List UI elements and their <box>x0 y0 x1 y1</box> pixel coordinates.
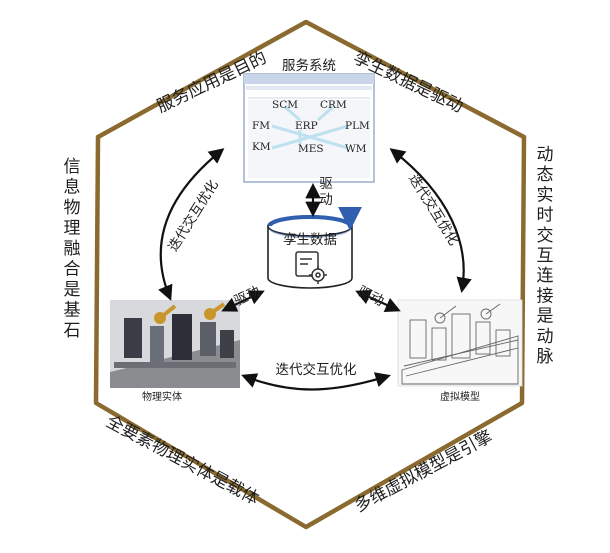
vertical-char: 是 <box>64 280 81 300</box>
virtual-model-image <box>397 299 523 387</box>
vertical-char: 信 <box>64 157 81 177</box>
vertical-char: 基 <box>64 301 81 321</box>
vertical-char: 互 <box>537 246 554 266</box>
label-drive-left: 驱动 <box>232 283 263 309</box>
vertical-char: 动 <box>537 145 554 165</box>
edge-text-bottom-right: 多维虚拟模型是引擎 <box>351 427 495 517</box>
database-gear-icon <box>295 251 327 284</box>
vertical-char: 融 <box>64 239 81 259</box>
arrow-iterate-left <box>158 148 225 301</box>
vertical-char: 是 <box>537 307 554 327</box>
vertical-char: 接 <box>537 286 554 306</box>
module-crm: CRM <box>320 99 347 111</box>
virtual-model-caption: 虚拟模型 <box>440 390 480 403</box>
vertical-char: 时 <box>537 206 554 226</box>
vertical-char: 合 <box>64 260 81 280</box>
vertical-char: 息 <box>64 178 81 198</box>
module-scm: SCM <box>272 99 298 111</box>
module-km: KM <box>252 141 271 153</box>
label-iterate-right: 迭代交互优化 <box>405 171 462 249</box>
physical-entity-image <box>110 300 240 388</box>
hexagon-frame <box>93 19 527 530</box>
label-iterate-left: 迭代交互优化 <box>165 177 222 255</box>
arrow-iterate-right <box>389 148 472 294</box>
arrow-drive-left <box>221 290 265 312</box>
vertical-char: 动 <box>319 192 333 208</box>
vertical-char: 交 <box>537 226 554 246</box>
twin-data-label: 孪生数据 <box>283 231 337 248</box>
vertical-char: 态 <box>537 165 554 185</box>
vertical-char: 脉 <box>537 347 554 367</box>
label-drive-right: 驱动 <box>355 283 386 309</box>
label-iterate-bottom: 迭代交互优化 <box>276 361 357 378</box>
twin-data-cylinder <box>267 206 362 289</box>
module-fm: FM <box>252 120 270 132</box>
label-drive-top: 驱动 <box>319 176 333 208</box>
vertical-char: 连 <box>537 266 554 286</box>
service-system-title: 服务系统 <box>282 58 336 74</box>
module-wm: WM <box>345 143 367 155</box>
physical-entity-caption: 物理实体 <box>142 390 182 403</box>
vertical-char: 驱 <box>319 176 333 192</box>
vertical-char: 动 <box>537 327 554 347</box>
vertical-char: 实 <box>537 185 554 205</box>
module-links <box>271 105 349 150</box>
edge-text-bottom-left: 全要素物理实体是载体 <box>103 412 262 510</box>
vertical-char: 石 <box>64 321 81 341</box>
module-mes: MES <box>298 143 324 155</box>
vertical-char: 物 <box>64 198 81 218</box>
vertical-char: 理 <box>64 219 81 239</box>
arrow-iterate-bottom <box>241 372 391 391</box>
service-system-window <box>243 73 375 183</box>
module-labels: SCM CRM FM ERP PLM KM MES WM <box>252 99 370 155</box>
module-plm: PLM <box>345 120 370 132</box>
arrow-drive-right <box>355 290 401 312</box>
module-erp: ERP <box>295 120 318 132</box>
